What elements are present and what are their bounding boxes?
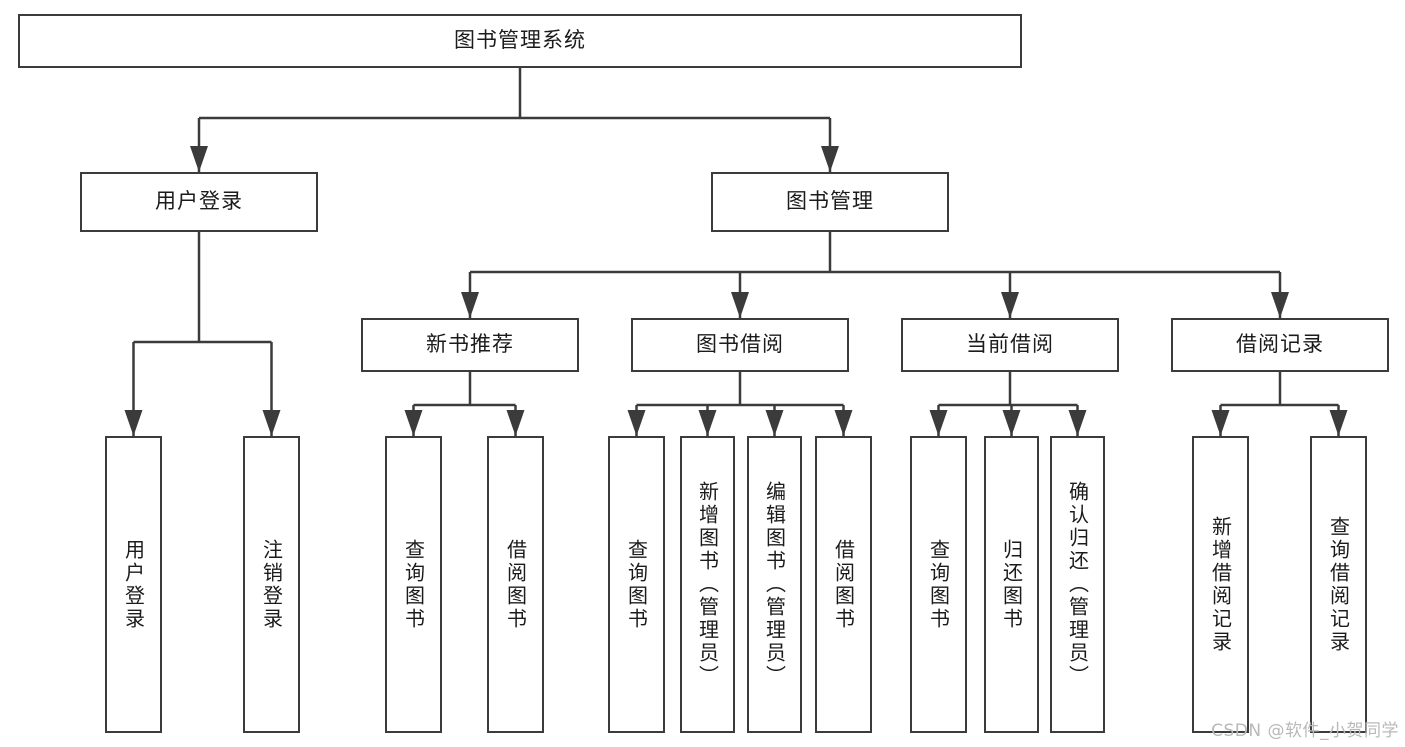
arrowhead [834,410,853,436]
node-label: 查询借阅记录 [1326,515,1351,654]
arrowhead [262,410,281,436]
node-leaf-cur-2: 归还图书 [984,436,1039,733]
watermark: CSDN @软件_小贺同学 [1211,721,1399,741]
node-label: 新增借阅记录 [1208,515,1233,654]
node-label: 图书管理 [786,189,874,214]
node-leaf-borrow-3: 编辑图书（管理员） [747,436,802,733]
node-leaf-login-2: 注销登录 [243,436,300,733]
node-label: 确认归还（管理员） [1065,481,1090,688]
node-leaf-borrow-4: 借阅图书 [815,436,872,733]
node-bookmgmt: 图书管理 [711,172,949,232]
node-current: 当前借阅 [901,318,1119,372]
arrowhead [1001,292,1019,318]
node-label: 查询图书 [401,538,426,631]
node-label: 借阅记录 [1236,332,1324,357]
node-newbook: 新书推荐 [361,318,579,372]
node-borrow: 图书借阅 [631,318,849,372]
node-leaf-login-1: 用户登录 [105,436,162,733]
arrowhead [1002,410,1021,436]
node-label: 图书管理系统 [454,28,586,53]
arrowhead [461,292,479,318]
node-label: 用户登录 [155,189,243,214]
node-label: 当前借阅 [966,332,1054,357]
node-login: 用户登录 [80,172,318,232]
arrowhead [1271,292,1289,318]
node-leaf-borrow-1: 查询图书 [608,436,665,733]
node-leaf-borrow-2: 新增图书（管理员） [680,436,735,733]
node-label: 借阅图书 [831,538,856,631]
node-leaf-cur-1: 查询图书 [910,436,967,733]
arrowhead [1329,410,1348,436]
node-label: 新增图书（管理员） [695,481,720,688]
arrowhead [506,410,525,436]
arrowhead [821,146,839,172]
arrowhead [124,410,143,436]
node-leaf-rec-2: 查询借阅记录 [1310,436,1367,733]
node-root: 图书管理系统 [18,14,1022,68]
arrowhead [404,410,423,436]
node-label: 新书推荐 [426,332,514,357]
node-label: 注销登录 [259,538,284,631]
node-leaf-new-2: 借阅图书 [487,436,544,733]
node-leaf-cur-3: 确认归还（管理员） [1050,436,1105,733]
node-label: 用户登录 [121,538,146,631]
arrowhead [190,146,208,172]
node-label: 归还图书 [999,538,1024,631]
arrowhead [1068,410,1087,436]
node-leaf-new-1: 查询图书 [385,436,442,733]
node-label: 图书借阅 [696,332,784,357]
node-label: 查询图书 [926,538,951,631]
arrowhead [1211,410,1230,436]
arrowhead [765,410,784,436]
arrowhead [929,410,948,436]
node-label: 借阅图书 [503,538,528,631]
node-label: 查询图书 [624,538,649,631]
arrowhead [698,410,717,436]
node-leaf-rec-1: 新增借阅记录 [1192,436,1249,733]
node-records: 借阅记录 [1171,318,1389,372]
arrowhead [627,410,646,436]
node-label: 编辑图书（管理员） [762,481,787,688]
arrowhead [731,292,749,318]
